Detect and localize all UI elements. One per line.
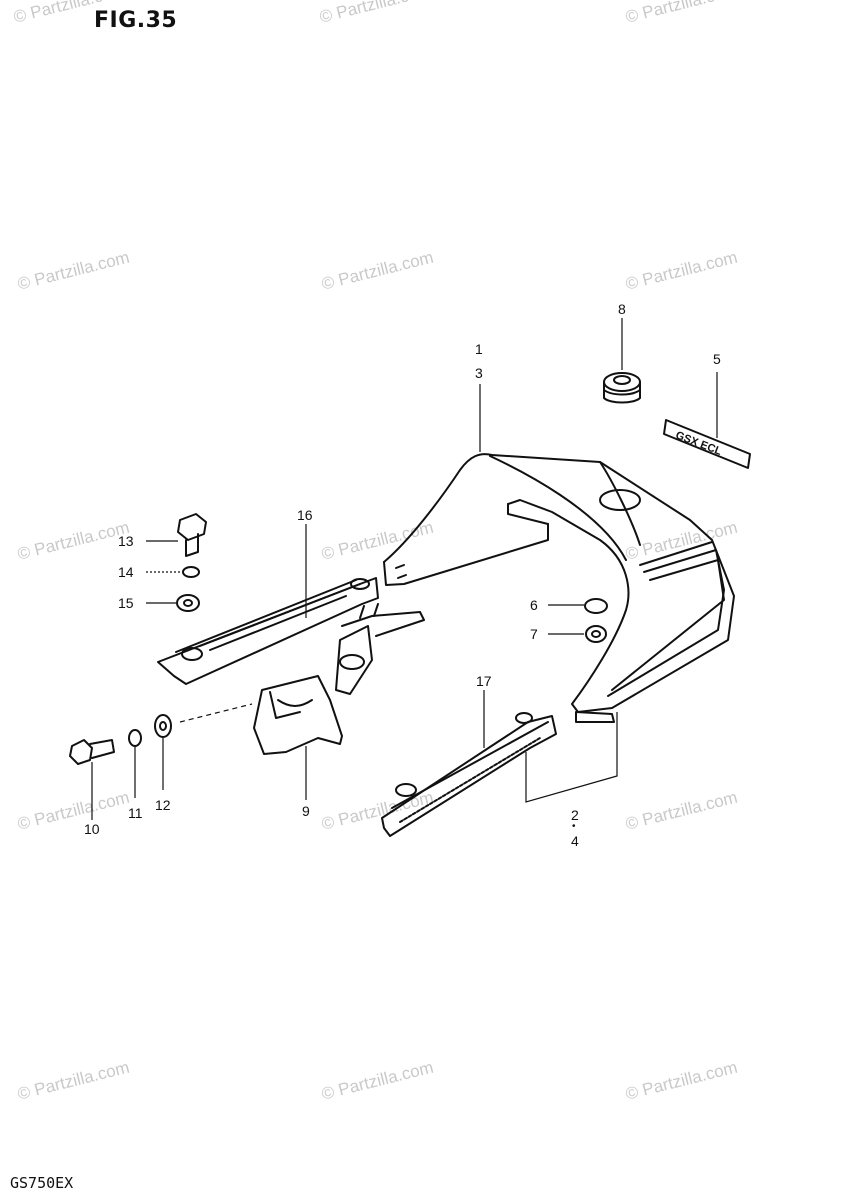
callout-5: 5 bbox=[713, 351, 721, 367]
part-17-rail-right bbox=[381, 712, 557, 837]
part-6-washer bbox=[584, 598, 608, 614]
part-14-washer bbox=[182, 566, 200, 578]
callout-16: 16 bbox=[297, 507, 313, 523]
callout-4: 4 bbox=[571, 833, 579, 849]
callout-2: 2 bbox=[571, 807, 579, 823]
part-10-bolt bbox=[69, 739, 115, 765]
model-code: GS750EX bbox=[10, 1174, 74, 1192]
part-8-rubber-cap bbox=[603, 372, 641, 404]
callout-12: 12 bbox=[155, 797, 171, 813]
part-5-emblem bbox=[663, 419, 751, 469]
callout-13: 13 bbox=[118, 533, 134, 549]
figure-title: FIG.35 bbox=[94, 8, 178, 33]
part-7-nut bbox=[585, 625, 607, 643]
part-16-rail-left bbox=[157, 577, 379, 685]
callout-14: 14 bbox=[118, 564, 134, 580]
callout-separator: • bbox=[572, 821, 576, 832]
callout-8: 8 bbox=[618, 301, 626, 317]
part-12-washer bbox=[154, 714, 172, 738]
part-9-seat-lock bbox=[253, 603, 425, 755]
callout-17: 17 bbox=[476, 673, 492, 689]
part-11-lock-washer bbox=[128, 729, 142, 747]
callout-15: 15 bbox=[118, 595, 134, 611]
part-13-bolt bbox=[177, 513, 207, 557]
part-1-rear-cowl bbox=[383, 453, 735, 723]
callout-1: 1 bbox=[475, 341, 483, 357]
part-15-nut bbox=[176, 594, 200, 612]
callout-6: 6 bbox=[530, 597, 538, 613]
callout-3: 3 bbox=[475, 365, 483, 381]
callout-7: 7 bbox=[530, 626, 538, 642]
callout-10: 10 bbox=[84, 821, 100, 837]
callout-9: 9 bbox=[302, 803, 310, 819]
callout-11: 11 bbox=[128, 805, 143, 821]
leader-lines bbox=[91, 318, 718, 820]
